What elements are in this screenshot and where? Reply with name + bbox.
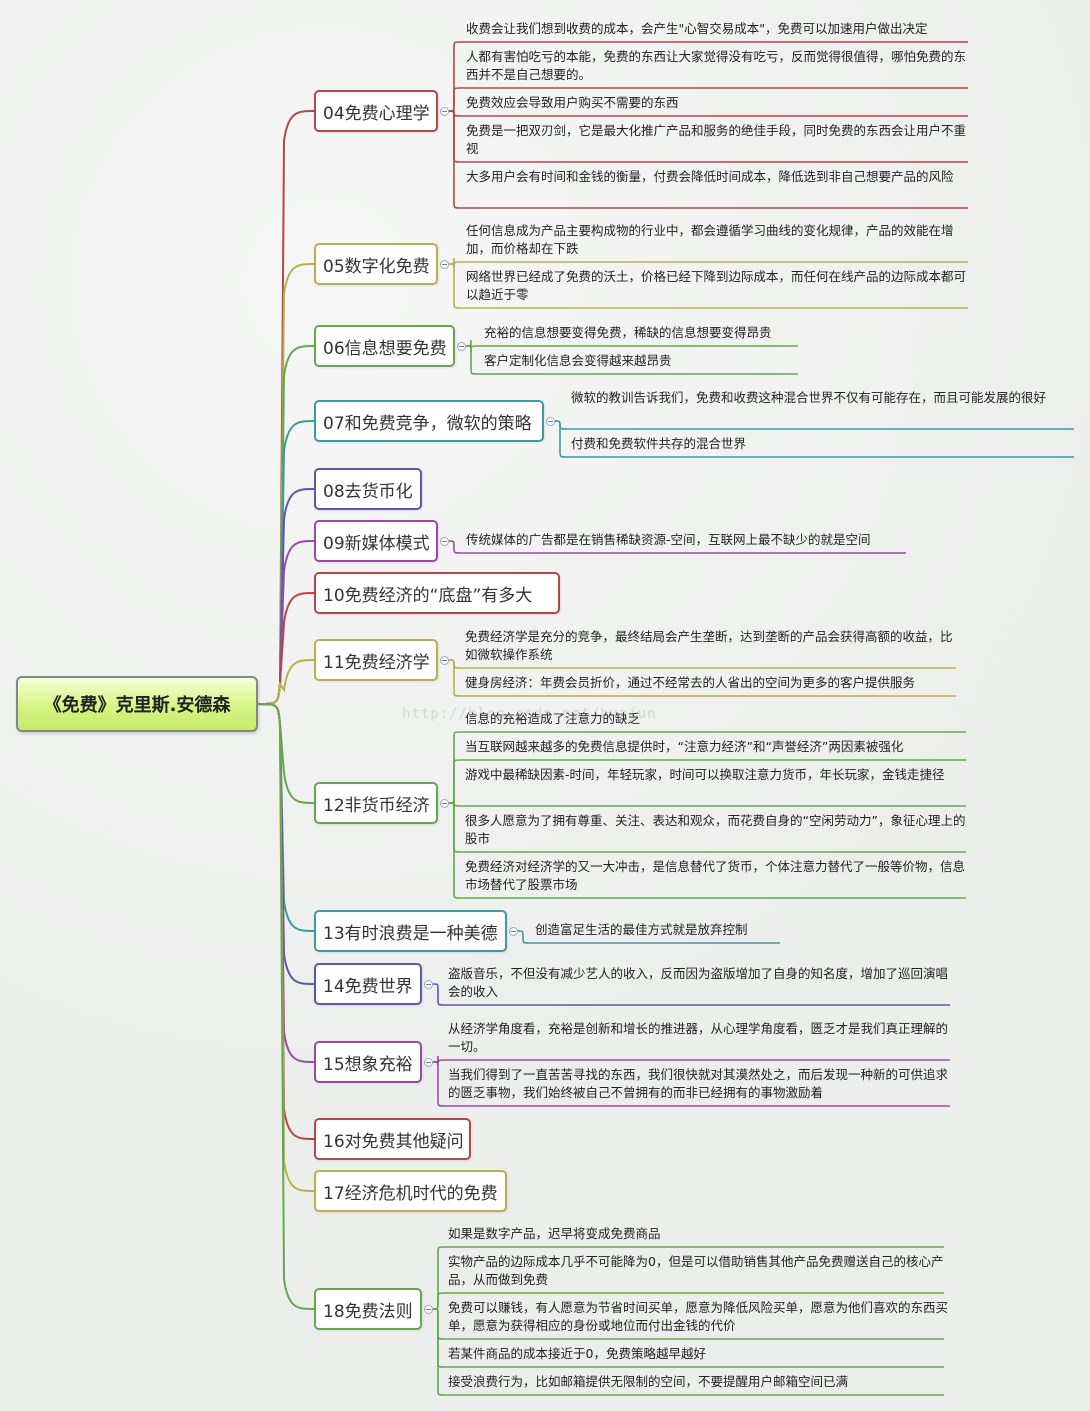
collapse-toggle-icon[interactable] [440, 656, 449, 665]
leaf-line [555, 420, 1074, 430]
branch-line [257, 703, 315, 1063]
leaf-note[interactable]: 网络世界已经成了免费的沃土，价格已经下降到边际成本，而任何在线产品的边际成本都可… [466, 269, 967, 302]
leaf-line [449, 659, 956, 697]
branch-line [257, 345, 315, 705]
leaf-note[interactable]: 客户定制化信息会变得越来越昂贵 [484, 353, 672, 368]
topic-11[interactable]: 11免费经济学 [314, 639, 438, 681]
leaf-line [449, 799, 966, 810]
leaf-note[interactable]: 信息的充裕造成了注意力的缺乏 [465, 711, 641, 726]
topic-5[interactable]: 05数字化免费 [314, 243, 438, 285]
collapse-toggle-icon[interactable] [440, 799, 449, 808]
topic-13[interactable]: 13有时浪费是一种美德 [314, 910, 507, 952]
leaf-note[interactable]: 收费会让我们想到收费的成本，会产生"心智交易成本"，免费可以加速用户做出决定 [466, 21, 928, 36]
branch-line [257, 703, 315, 1310]
leaf-line [466, 345, 798, 375]
collapse-toggle-icon[interactable] [546, 417, 555, 426]
topic-16[interactable]: 16对免费其他疑问 [314, 1118, 471, 1160]
leaf-line [449, 110, 968, 209]
leaf-note[interactable]: 创造富足生活的最佳方式就是放弃控制 [535, 922, 748, 937]
topic-4[interactable]: 04免费心理学 [314, 90, 438, 132]
topic-8[interactable]: 08去货币化 [314, 468, 422, 510]
leaf-line [433, 1061, 950, 1107]
leaf-line [433, 983, 950, 1006]
leaf-note[interactable]: 传统媒体的广告都是在销售稀缺资源-空间，互联网上最不缺少的就是空间 [466, 532, 871, 547]
watermark: http://blog.csdn.net/huajun [402, 706, 657, 722]
leaf-note[interactable]: 免费是一把双刃剑，它是最大化推广产品和服务的绝佳手段，同时免费的东西会让用户不重… [466, 123, 967, 156]
leaf-line [555, 420, 1074, 458]
leaf-note[interactable]: 实物产品的边际成本几乎不可能降为0，但是可以借助销售其他产品免费赠送自己的核心产… [448, 1254, 944, 1287]
collapse-toggle-icon[interactable] [440, 537, 449, 546]
branch-line [257, 592, 315, 705]
leaf-line [449, 802, 966, 899]
leaf-line [433, 1055, 950, 1067]
leaf-note[interactable]: 若某件商品的成本接近于0，免费策略越早越好 [448, 1346, 706, 1361]
topic-10[interactable]: 10免费经济的“底盘”有多大 [314, 572, 560, 614]
collapse-toggle-icon[interactable] [424, 1058, 433, 1067]
leaf-note[interactable]: 任何信息成为产品主要构成物的行业中，都会遵循学习曲线的变化规律，产品的效能在增加… [466, 223, 954, 256]
collapse-toggle-icon[interactable] [424, 1305, 433, 1314]
topic-9[interactable]: 09新媒体模式 [314, 520, 438, 562]
leaf-line [449, 263, 968, 309]
leaf-note[interactable]: 免费可以赚钱，有人愿意为节省时间买单，愿意为降低风险买单，愿意为他们喜欢的东西买… [448, 1300, 949, 1333]
leaf-line [449, 540, 906, 554]
leaf-note[interactable]: 游戏中最稀缺因素-时间，年轻玩家，时间可以换取注意力货币，年长玩家，金钱走捷径 [465, 767, 945, 782]
collapse-toggle-icon[interactable] [440, 107, 449, 116]
leaf-note[interactable]: 免费经济对经济学的又一大冲击，是信息替代了货币，个体注意力替代了一般等价物，信息… [465, 859, 966, 892]
leaf-note[interactable]: 如果是数字产品，迟早将变成免费商品 [448, 1226, 661, 1241]
leaf-note[interactable]: 付费和免费软件共存的混合世界 [571, 436, 747, 451]
topic-17[interactable]: 17经济危机时代的免费 [314, 1170, 507, 1212]
branch-line [257, 488, 315, 705]
leaf-line [433, 1308, 944, 1396]
topic-15[interactable]: 15想象充裕 [314, 1041, 422, 1083]
root-topic[interactable]: 《免费》克里斯.安德森 [16, 676, 258, 732]
topic-6[interactable]: 06信息想要免费 [314, 325, 455, 367]
leaf-note[interactable]: 健身房经济：年费会员折价，通过不经常去的人省出的空间为更多的客户提供服务 [465, 675, 916, 690]
leaf-note[interactable]: 接受浪费行为，比如邮箱提供无限制的空间，不要提醒用户邮箱空间已满 [448, 1374, 849, 1389]
collapse-toggle-icon[interactable] [457, 342, 466, 351]
leaf-note[interactable]: 免费效应会导致用户购买不需要的东西 [466, 95, 679, 110]
leaf-note[interactable]: 当互联网越来越多的免费信息提供时，“注意力经济”和“声誉经济”两因素被强化 [465, 739, 904, 754]
branch-line [257, 703, 315, 1140]
leaf-note[interactable]: 很多人愿意为了拥有尊重、关注、表达和观众，而花费自身的“空闲劳动力”，象征心理上… [465, 813, 966, 846]
branch-line [257, 263, 315, 705]
branch-line [257, 703, 315, 985]
leaf-line [518, 930, 780, 944]
leaf-note[interactable]: 从经济学角度看，充裕是创新和增长的推进器，从心理学角度看，匮乏才是我们真正理解的… [448, 1021, 949, 1054]
collapse-toggle-icon[interactable] [509, 927, 518, 936]
topic-18[interactable]: 18免费法则 [314, 1288, 422, 1330]
collapse-toggle-icon[interactable] [424, 980, 433, 989]
leaf-note[interactable]: 人都有害怕吃亏的本能，免费的东西让大家觉得没有吃亏，反而觉得很值得，哪怕免费的东… [466, 49, 967, 82]
leaf-note[interactable]: 当我们得到了一直苦苦寻找的东西，我们很快就对其漠然处之，而后发现一种新的可供追求… [448, 1067, 949, 1100]
leaf-line [449, 257, 968, 269]
topic-7[interactable]: 07和免费竞争，微软的策略 [314, 400, 544, 442]
branch-line [257, 659, 315, 705]
topic-14[interactable]: 14免费世界 [314, 963, 422, 1005]
collapse-toggle-icon[interactable] [440, 260, 449, 269]
branch-line [257, 703, 315, 932]
branch-line [257, 703, 315, 804]
leaf-note[interactable]: 免费经济学是充分的竞争，最终结局会产生垄断，达到垄断的产品会获得高额的收益，比如… [465, 629, 953, 662]
leaf-note[interactable]: 大多用户会有时间和金钱的衡量，付费会降低时间成本，降低选到非自己想要产品的风险 [466, 169, 954, 184]
leaf-note[interactable]: 充裕的信息想要变得免费，稀缺的信息想要变得昂贵 [484, 325, 772, 340]
topic-12[interactable]: 12非货币经济 [314, 782, 438, 824]
leaf-note[interactable]: 微软的教训告诉我们，免费和收费这种混合世界不仅有可能存在，而且可能发展的很好 [571, 390, 1047, 405]
leaf-note[interactable]: 盗版音乐，不但没有减少艺人的收入，反而因为盗版增加了自身的知名度，增加了巡回演唱… [448, 966, 949, 999]
